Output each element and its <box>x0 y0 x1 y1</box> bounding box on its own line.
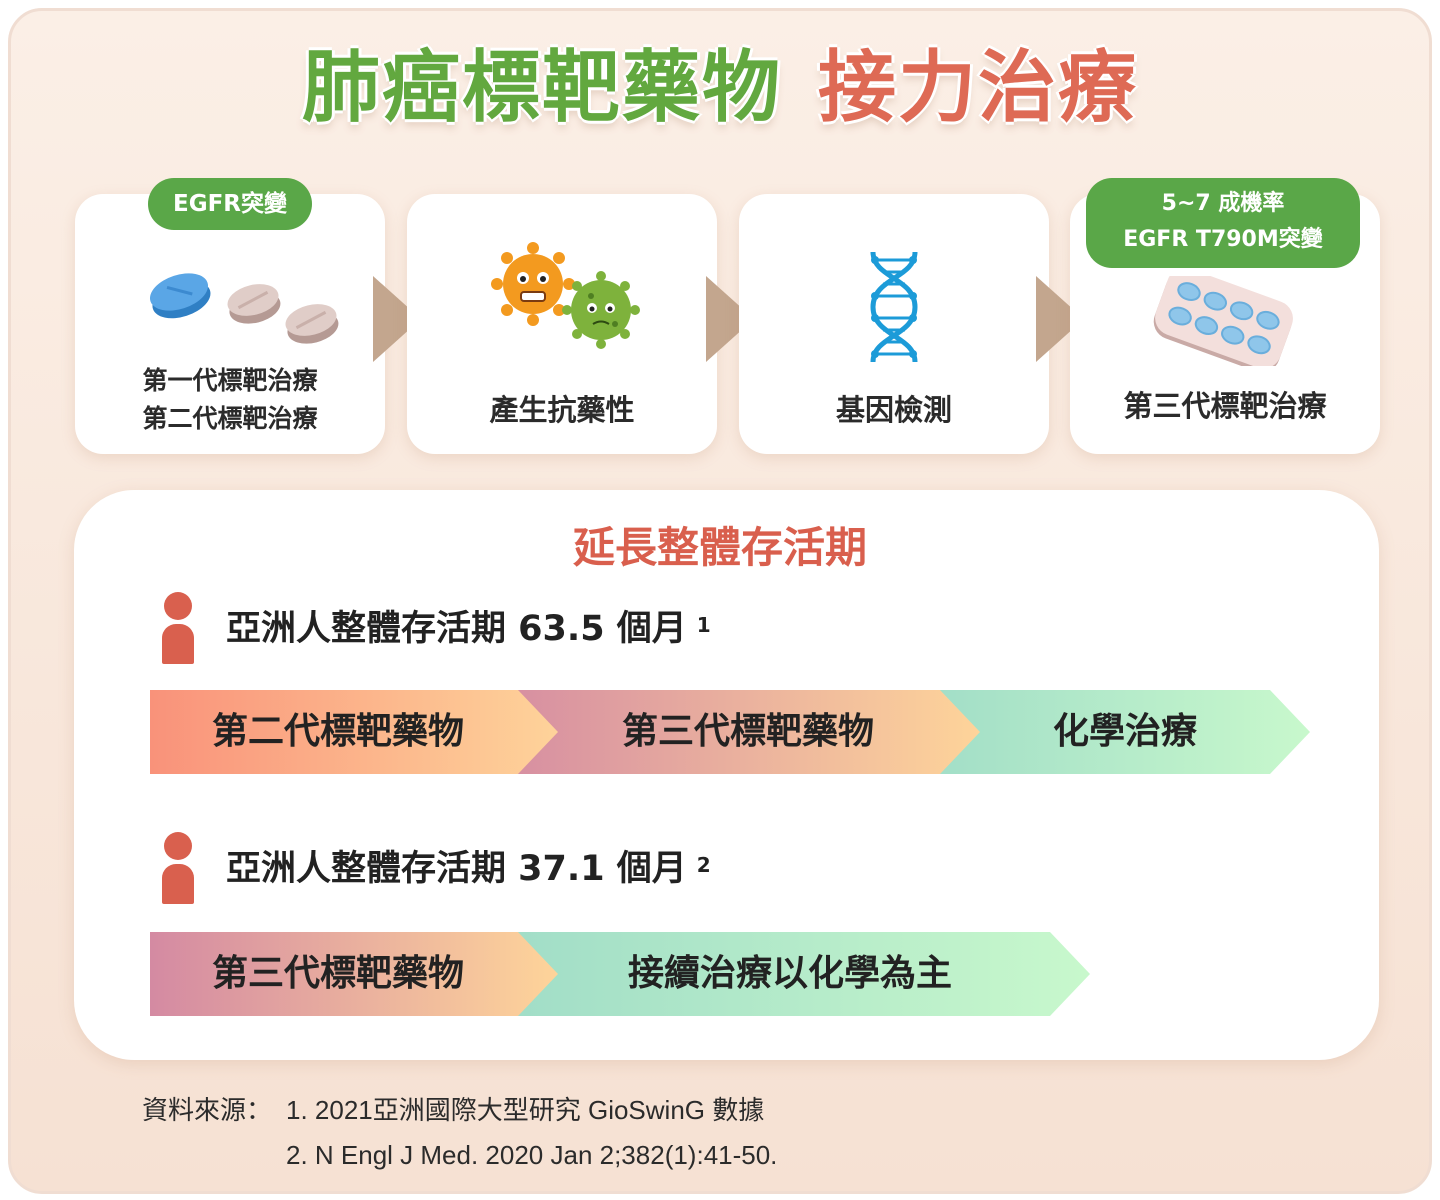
stat-ref: 2 <box>696 853 711 877</box>
step-card-resistance: 產生抗藥性 <box>407 194 717 454</box>
survival-title: 延長整體存活期 <box>572 523 867 572</box>
page-title: 肺癌標靶藥物接力治療 <box>0 38 1440 138</box>
blister-pack-icon <box>1153 276 1293 366</box>
tag-probability: 5~7 成機率 <box>1161 191 1285 216</box>
egfr-mutation-tag: EGFR突變 <box>148 178 312 230</box>
germ-icon <box>491 242 640 349</box>
person-icon <box>162 832 194 904</box>
segment-label: 第二代標靶藥物 <box>211 711 464 752</box>
title-green: 肺癌標靶藥物 <box>301 43 782 133</box>
step-label-genetic-test: 基因檢測 <box>835 393 952 427</box>
segment-label: 第三代標靶藥物 <box>621 711 874 752</box>
person-icon <box>162 592 194 664</box>
title-red: 接力治療 <box>818 43 1139 133</box>
source-item-1: 1. 2021亞洲國際大型研究 GioSwinG 數據 <box>286 1095 765 1125</box>
step-card-first-second-gen: 第一代標靶治療 第二代標靶治療 <box>75 194 385 454</box>
segment-label: 化學治療 <box>1052 711 1197 752</box>
stat-text: 亞洲人整體存活期 37.1 個月 <box>226 849 687 889</box>
segment-label: 第三代標靶藥物 <box>211 953 464 994</box>
t790m-mutation-tag: 5~7 成機率 EGFR T790M突變 <box>1086 178 1360 268</box>
tag-mutation: EGFR T790M突變 <box>1123 227 1323 252</box>
pills-icon <box>149 273 339 344</box>
dna-icon <box>870 251 918 363</box>
stat-ref: 1 <box>696 613 711 637</box>
stat-row-1: 亞洲人整體存活期 63.5 個月 1 <box>226 604 711 654</box>
step-label-third-gen: 第三代標靶治療 <box>1123 389 1327 423</box>
segment-label: 接續治療以化學為主 <box>627 953 952 994</box>
step-card-genetic-test: 基因檢測 <box>739 194 1049 454</box>
treatment-band-2 <box>150 932 1090 1016</box>
source-item-2: 2. N Engl J Med. 2020 Jan 2;382(1):41-50… <box>286 1140 778 1170</box>
step-label-line1: 第一代標靶治療 <box>142 366 318 395</box>
step-label-resistance: 產生抗藥性 <box>489 393 635 427</box>
sources-label: 資料來源： <box>142 1095 273 1125</box>
treatment-band-1 <box>150 690 1310 774</box>
stat-text: 亞洲人整體存活期 63.5 個月 <box>226 609 687 649</box>
stat-row-2: 亞洲人整體存活期 37.1 個月 2 <box>226 844 711 894</box>
step-label-line2: 第二代標靶治療 <box>142 404 318 433</box>
